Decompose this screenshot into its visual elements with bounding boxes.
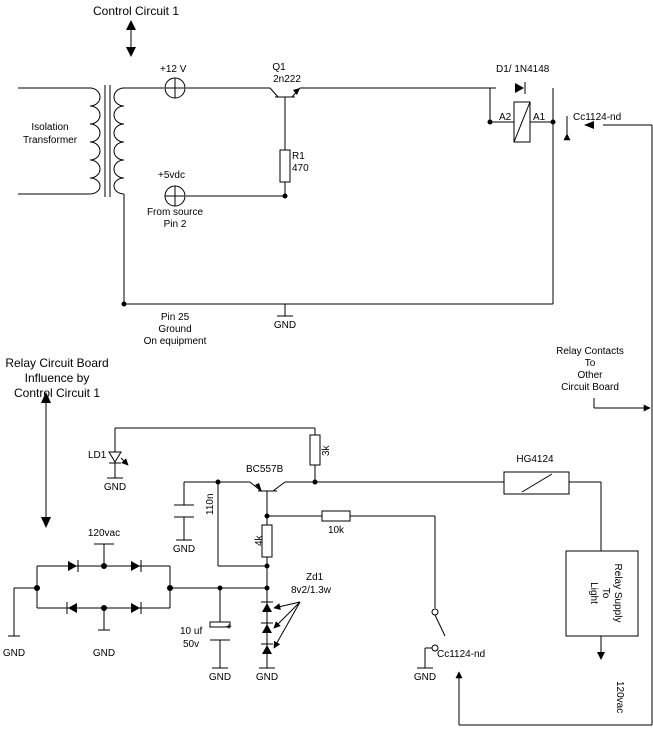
capacitor-110n [174,504,194,541]
resistor-3k [309,434,321,466]
control-circuit-title: Control Circuit 1 [93,4,179,18]
c110n-label: 110n [205,493,216,515]
resistor-10k [321,510,351,522]
pin25-label-1: Pin 25 [161,312,190,323]
plus5v-terminal [164,185,186,207]
relay-supply-label-2: To [600,588,611,599]
hg4124-label: HG4124 [516,454,554,465]
bridge-rectifier [66,560,142,614]
zener-gnd-label: GND [256,672,278,683]
relay-supply-label-3: Light [588,582,599,604]
r4k-label: 4k [254,534,265,546]
transistor-q1 [269,87,301,100]
relay-coil [513,101,531,143]
resistor-r1 [279,149,291,183]
relay-supply-box [565,550,639,637]
relay-contacts-label-2: To [585,358,596,369]
cc-top-label: Cc1124-nd [573,112,621,123]
plus12v-terminal [164,77,186,99]
v120-out-label: 120vac [614,681,625,713]
from-source-label-1: From source [147,207,204,218]
double-arrow-top [126,20,136,57]
transistor-bc557b [249,481,315,494]
diode-d1 [515,82,526,94]
ld1-label: LD1 [88,450,107,461]
c10uf-label: 10 uf [180,626,202,637]
c10uf-voltage-label: 50v [183,639,199,650]
relay-contacts-label-3: Other [577,370,603,381]
bc557b-label: BC557B [246,464,284,475]
left-gnd-label: GND [3,648,25,659]
plus12v-label: +12 V [160,64,187,75]
bridge-gnd-label: GND [93,648,115,659]
switch-gnd-label: GND [414,672,436,683]
a1-label: A1 [533,112,546,123]
transformer-label-1: Isolation [31,122,68,133]
q1-part-label: 2n222 [273,74,301,85]
zd1-label: Zd1 [306,572,324,583]
isolation-transformer [18,85,125,197]
r1-label: R1 [292,151,305,162]
a2-label: A2 [499,112,512,123]
capacitor-10uf [209,621,231,641]
zd1-value-label: 8v2/1.3w [291,585,332,596]
ld1-gnd-label: GND [104,482,126,493]
from-source-label-2: Pin 2 [164,219,187,230]
cc-bottom-label: Cc1124-nd [437,649,485,660]
upper-gnd-label: GND [274,320,296,331]
relay-contacts-label-1: Relay Contacts [556,346,624,357]
led-ld1 [107,451,129,479]
transformer-label-2: Transformer [23,135,78,146]
q1-label: Q1 [272,62,286,73]
d1-label: D1/ 1N4148 [496,64,550,75]
r3k-label: 3k [321,444,332,456]
r10k-label: 10k [328,525,345,536]
resistor-4k [261,524,273,558]
v120-label: 120vac [88,528,120,539]
double-arrow-left [41,392,51,528]
c10uf-gnd-label: GND [209,672,231,683]
pin25-label-3: On equipment [144,336,207,347]
relay-contacts-label-4: Circuit Board [561,382,619,393]
relay-switch-contact [431,608,446,652]
relay-board-title-line2: Influence by [25,371,90,385]
relay-supply-label-1: Relay Supply [612,564,623,623]
relay-hg4124 [503,471,570,495]
lower-wires [13,427,602,668]
relay-board-title-line1: Relay Circuit Board [5,356,108,370]
c110n-gnd-label: GND [173,544,195,555]
relay-board-title-line3: Control Circuit 1 [14,386,100,400]
plus5v-label: +5vdc [158,170,185,181]
r1-value-label: 470 [292,163,309,174]
c10uf-plus-label: + [226,622,232,633]
upper-wires [123,87,554,317]
relay-contacts-wire [455,124,653,726]
pin25-label-2: Ground [158,324,191,335]
zener-zd1 [261,601,301,654]
v120-out-arrow [597,652,605,660]
